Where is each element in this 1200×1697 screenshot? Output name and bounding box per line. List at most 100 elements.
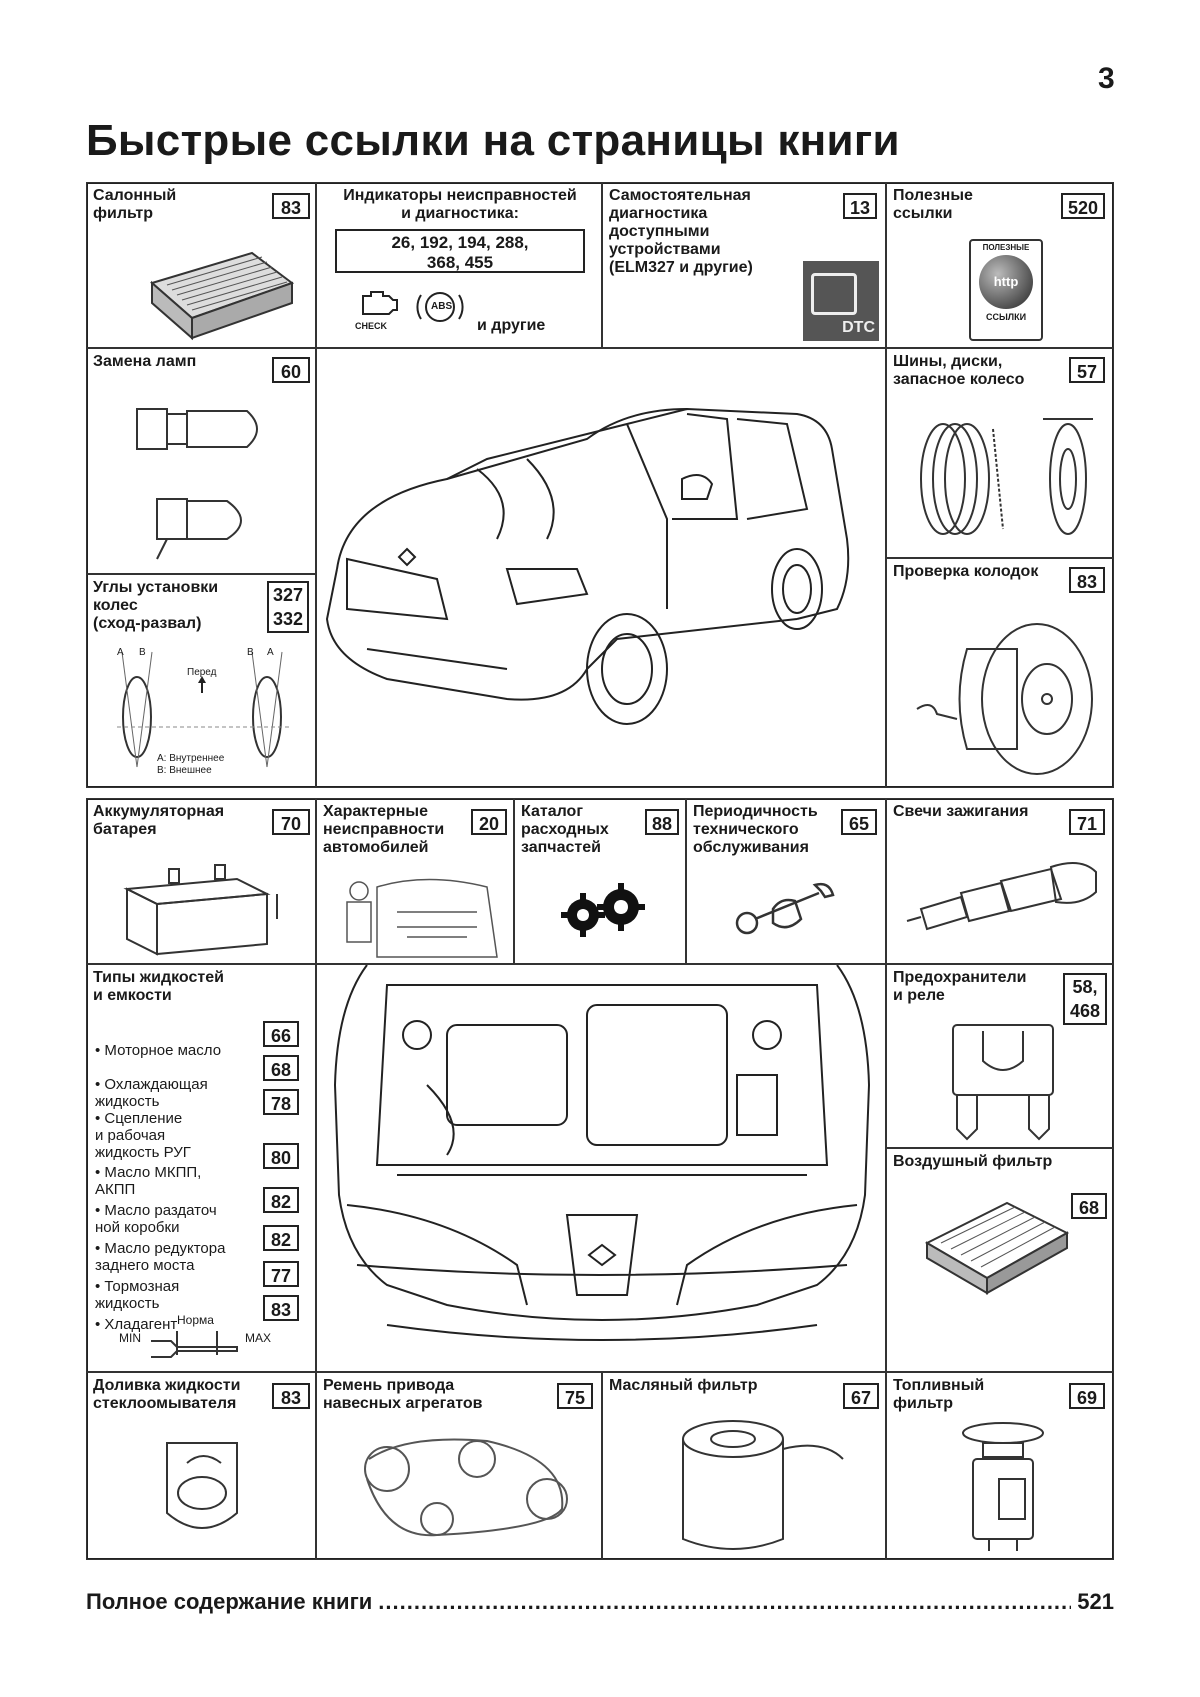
tires-page[interactable]: 57	[1069, 357, 1105, 383]
washer-page[interactable]: 83	[272, 1383, 310, 1409]
fluid-item-name: • Масло МКПП, АКПП	[95, 1164, 202, 1198]
cell-useful-links[interactable]: Полезные ссылки 520 ПОЛЕЗНЫЕ http ССЫЛКИ	[886, 182, 1114, 348]
cell-brake-pads[interactable]: Проверка колодок 83	[886, 558, 1114, 788]
cell-tires[interactable]: Шины, диски, запасное колесо 57	[886, 348, 1114, 558]
useful-links-badge: ПОЛЕЗНЫЕ http ССЫЛКИ	[969, 239, 1043, 341]
fuel-filter-page[interactable]: 69	[1069, 1383, 1105, 1409]
fluid-item[interactable]: • Масло раздаточ ной коробки 82	[95, 1185, 305, 1236]
self-diag-page[interactable]: 13	[843, 193, 877, 219]
badge-bottom: ССЫЛКИ	[985, 312, 1027, 322]
fluid-item-page[interactable]: 77	[263, 1261, 299, 1287]
cabin-filter-label: Салонный фильтр	[93, 187, 177, 222]
fluid-item-page[interactable]: 83	[263, 1295, 299, 1321]
mechanic-icon	[346, 878, 498, 958]
table-of-contents-link[interactable]: Полное содержание книги ................…	[86, 1589, 1114, 1615]
check-engine-icon	[362, 291, 398, 315]
fluid-item[interactable]: • Охлаждающая жидкость 68	[95, 1055, 305, 1110]
page-title: Быстрые ссылки на страницы книги	[86, 116, 900, 165]
fluid-item[interactable]: • Тормозная жидкость 77	[95, 1261, 305, 1312]
cell-self-diagnostics[interactable]: Самостоятельная диагностика доступными у…	[602, 182, 886, 348]
cell-air-filter[interactable]: Воздушный фильтр 68	[886, 1148, 1114, 1372]
fluid-item-name: • Масло раздаточ ной коробки	[95, 1202, 217, 1236]
faults-label: Характерные неисправности автомобилей	[323, 803, 445, 856]
alignment-page[interactable]: 327 332	[267, 581, 309, 633]
air-filter-page[interactable]: 68	[1071, 1193, 1107, 1219]
maintenance-page[interactable]: 65	[841, 809, 877, 835]
cell-parts-catalog[interactable]: Каталог расходных запчастей 88	[514, 798, 686, 964]
cabin-filter-page[interactable]: 83	[272, 193, 310, 219]
maintenance-label: Периодичность технического обслуживания	[693, 803, 818, 856]
dtc-icon: DTC	[803, 261, 879, 341]
fluid-item-page[interactable]: 66	[263, 1021, 299, 1047]
bulb-icon	[136, 408, 258, 560]
faults-page[interactable]: 20	[471, 809, 507, 835]
alignment-a-left: A	[117, 647, 124, 658]
fluid-item-page[interactable]: 82	[263, 1187, 299, 1213]
fluid-item-page[interactable]: 68	[263, 1055, 299, 1081]
badge-mid: http	[979, 255, 1033, 309]
cell-fluids[interactable]: Типы жидкостей и емкости • Моторное масл…	[86, 964, 316, 1372]
parts-catalog-page[interactable]: 88	[645, 809, 679, 835]
dipstick-max: MAX	[245, 1331, 272, 1345]
tire-icon	[920, 418, 1093, 535]
cell-washer[interactable]: Доливка жидкости стеклоомывателя 83	[86, 1372, 316, 1560]
washer-icon	[166, 1442, 238, 1529]
cabin-filter-icon	[149, 251, 295, 341]
indicators-others: и другие	[477, 317, 546, 334]
check-label: CHECK	[355, 321, 388, 331]
self-diag-label: Самостоятельная диагностика доступными у…	[609, 187, 753, 276]
fluid-item-page[interactable]: 78	[263, 1089, 299, 1115]
indicators-pages[interactable]: 26, 192, 194, 288, 368, 455	[335, 229, 585, 273]
cell-lamps[interactable]: Замена ламп 60	[86, 348, 316, 574]
alignment-outer: B: Внешнее	[157, 765, 212, 776]
cell-spark-plugs[interactable]: Свечи зажигания 71	[886, 798, 1114, 964]
cell-faults[interactable]: Характерные неисправности автомобилей 20	[316, 798, 514, 964]
cell-cabin-filter[interactable]: Салонный фильтр 83	[86, 182, 316, 348]
fuel-filter-label: Топливный фильтр	[893, 1377, 985, 1412]
fluid-item[interactable]: • Сцепление и рабочая жидкость РУГ 78	[95, 1089, 305, 1161]
lamps-page[interactable]: 60	[272, 357, 310, 383]
fluid-item-page[interactable]: 82	[263, 1225, 299, 1251]
washer-label: Доливка жидкости стеклоомывателя	[93, 1377, 241, 1412]
useful-links-page[interactable]: 520	[1061, 193, 1105, 219]
fuses-page[interactable]: 58, 468	[1063, 973, 1107, 1025]
alignment-front: Перед	[187, 667, 217, 678]
car-illustration	[325, 407, 850, 725]
oil-filter-icon	[682, 1420, 844, 1550]
cell-maintenance[interactable]: Периодичность технического обслуживания …	[686, 798, 886, 964]
cell-fuel-filter[interactable]: Топливный фильтр 69	[886, 1372, 1114, 1560]
tires-label: Шины, диски, запасное колесо	[893, 353, 1025, 388]
belt-label: Ремень привода навесных агрегатов	[323, 1377, 483, 1412]
cell-battery[interactable]: Аккумуляторная батарея 70	[86, 798, 316, 964]
dtc-label: DTC	[842, 319, 875, 336]
fluid-item[interactable]: • Моторное масло 66	[95, 1021, 305, 1059]
dipstick-min: MIN	[119, 1331, 141, 1345]
fuse-icon	[952, 1024, 1054, 1141]
fuses-label: Предохранители и реле	[893, 969, 1027, 1004]
fluid-item[interactable]: • Масло МКПП, АКПП 80	[95, 1143, 305, 1198]
abs-icon	[416, 292, 464, 322]
useful-links-label: Полезные ссылки	[893, 187, 973, 222]
fluid-item-page[interactable]: 80	[263, 1143, 299, 1169]
cell-fuses[interactable]: Предохранители и реле 58, 468	[886, 964, 1114, 1148]
fluid-item-name: • Тормозная жидкость	[95, 1278, 180, 1312]
fluid-item-name: • Охлаждающая жидкость	[95, 1076, 208, 1110]
wrench-hand-icon	[735, 882, 835, 935]
belt-page[interactable]: 75	[557, 1383, 593, 1409]
brake-pads-page[interactable]: 83	[1069, 567, 1105, 593]
spark-plugs-page[interactable]: 71	[1069, 809, 1105, 835]
footer-page[interactable]: 521	[1077, 1589, 1114, 1614]
fluid-item[interactable]: • Хладагент 83	[95, 1295, 305, 1333]
oil-filter-page[interactable]: 67	[843, 1383, 879, 1409]
cell-engine	[316, 964, 886, 1372]
cell-oil-filter[interactable]: Масляный фильтр 67	[602, 1372, 886, 1560]
cell-belt[interactable]: Ремень привода навесных агрегатов 75	[316, 1372, 602, 1560]
lamps-label: Замена ламп	[93, 353, 197, 370]
alignment-inner: A: Внутреннее	[157, 753, 225, 764]
cell-indicators[interactable]: Индикаторы неисправностей и диагностика:…	[316, 182, 602, 348]
air-filter-label: Воздушный фильтр	[893, 1153, 1053, 1170]
fluid-item[interactable]: • Масло редуктора заднего моста 82	[95, 1223, 305, 1274]
battery-page[interactable]: 70	[272, 809, 310, 835]
cell-alignment[interactable]: Углы установки колес (сход-развал) 327 3…	[86, 574, 316, 788]
parts-catalog-label: Каталог расходных запчастей	[521, 803, 609, 856]
